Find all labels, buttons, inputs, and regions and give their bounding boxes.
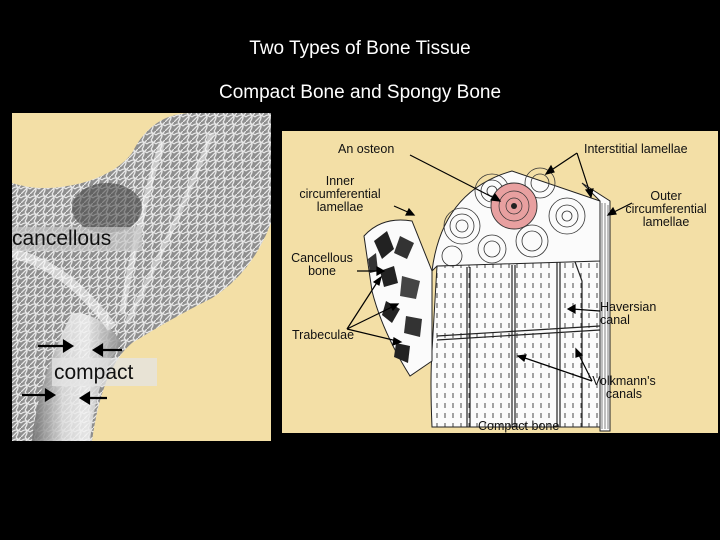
femur-section-image: cancellous compact <box>12 113 271 441</box>
label-cancellous: cancellous <box>12 227 112 250</box>
label-an-osteon: An osteon <box>338 142 395 156</box>
label-inner-circumferential-lamellae: Inner circumferential lamellae <box>299 174 381 214</box>
label-cancellous-bone: Cancellous bone <box>291 251 353 278</box>
bone-structure-illustration <box>346 152 633 432</box>
label-trabeculae: Trabeculae <box>292 328 355 342</box>
label-haversian-canal: Haversian canal <box>600 300 657 327</box>
highlighted-osteon <box>490 182 538 230</box>
femur-illustration <box>12 113 271 441</box>
spongy-trabeculae <box>363 219 433 377</box>
label-outer-circumferential-lamellae: Outer circumferential lamellae <box>625 189 707 229</box>
label-interstitial-lamellae: Interstitial lamellae <box>584 142 688 156</box>
compact-bone-diagram: An osteon Inner circumferential lamellae… <box>282 131 718 433</box>
label-volkmanns-canals: Volkmann's canals <box>592 374 656 401</box>
label-compact: compact <box>54 361 134 384</box>
label-compact-bone: Compact bone <box>478 419 560 433</box>
slide-title: Two Types of Bone Tissue <box>249 38 471 59</box>
compact-arrows <box>22 339 122 405</box>
pointer-lines <box>346 152 633 382</box>
slide-subtitle: Compact Bone and Spongy Bone <box>218 82 502 103</box>
